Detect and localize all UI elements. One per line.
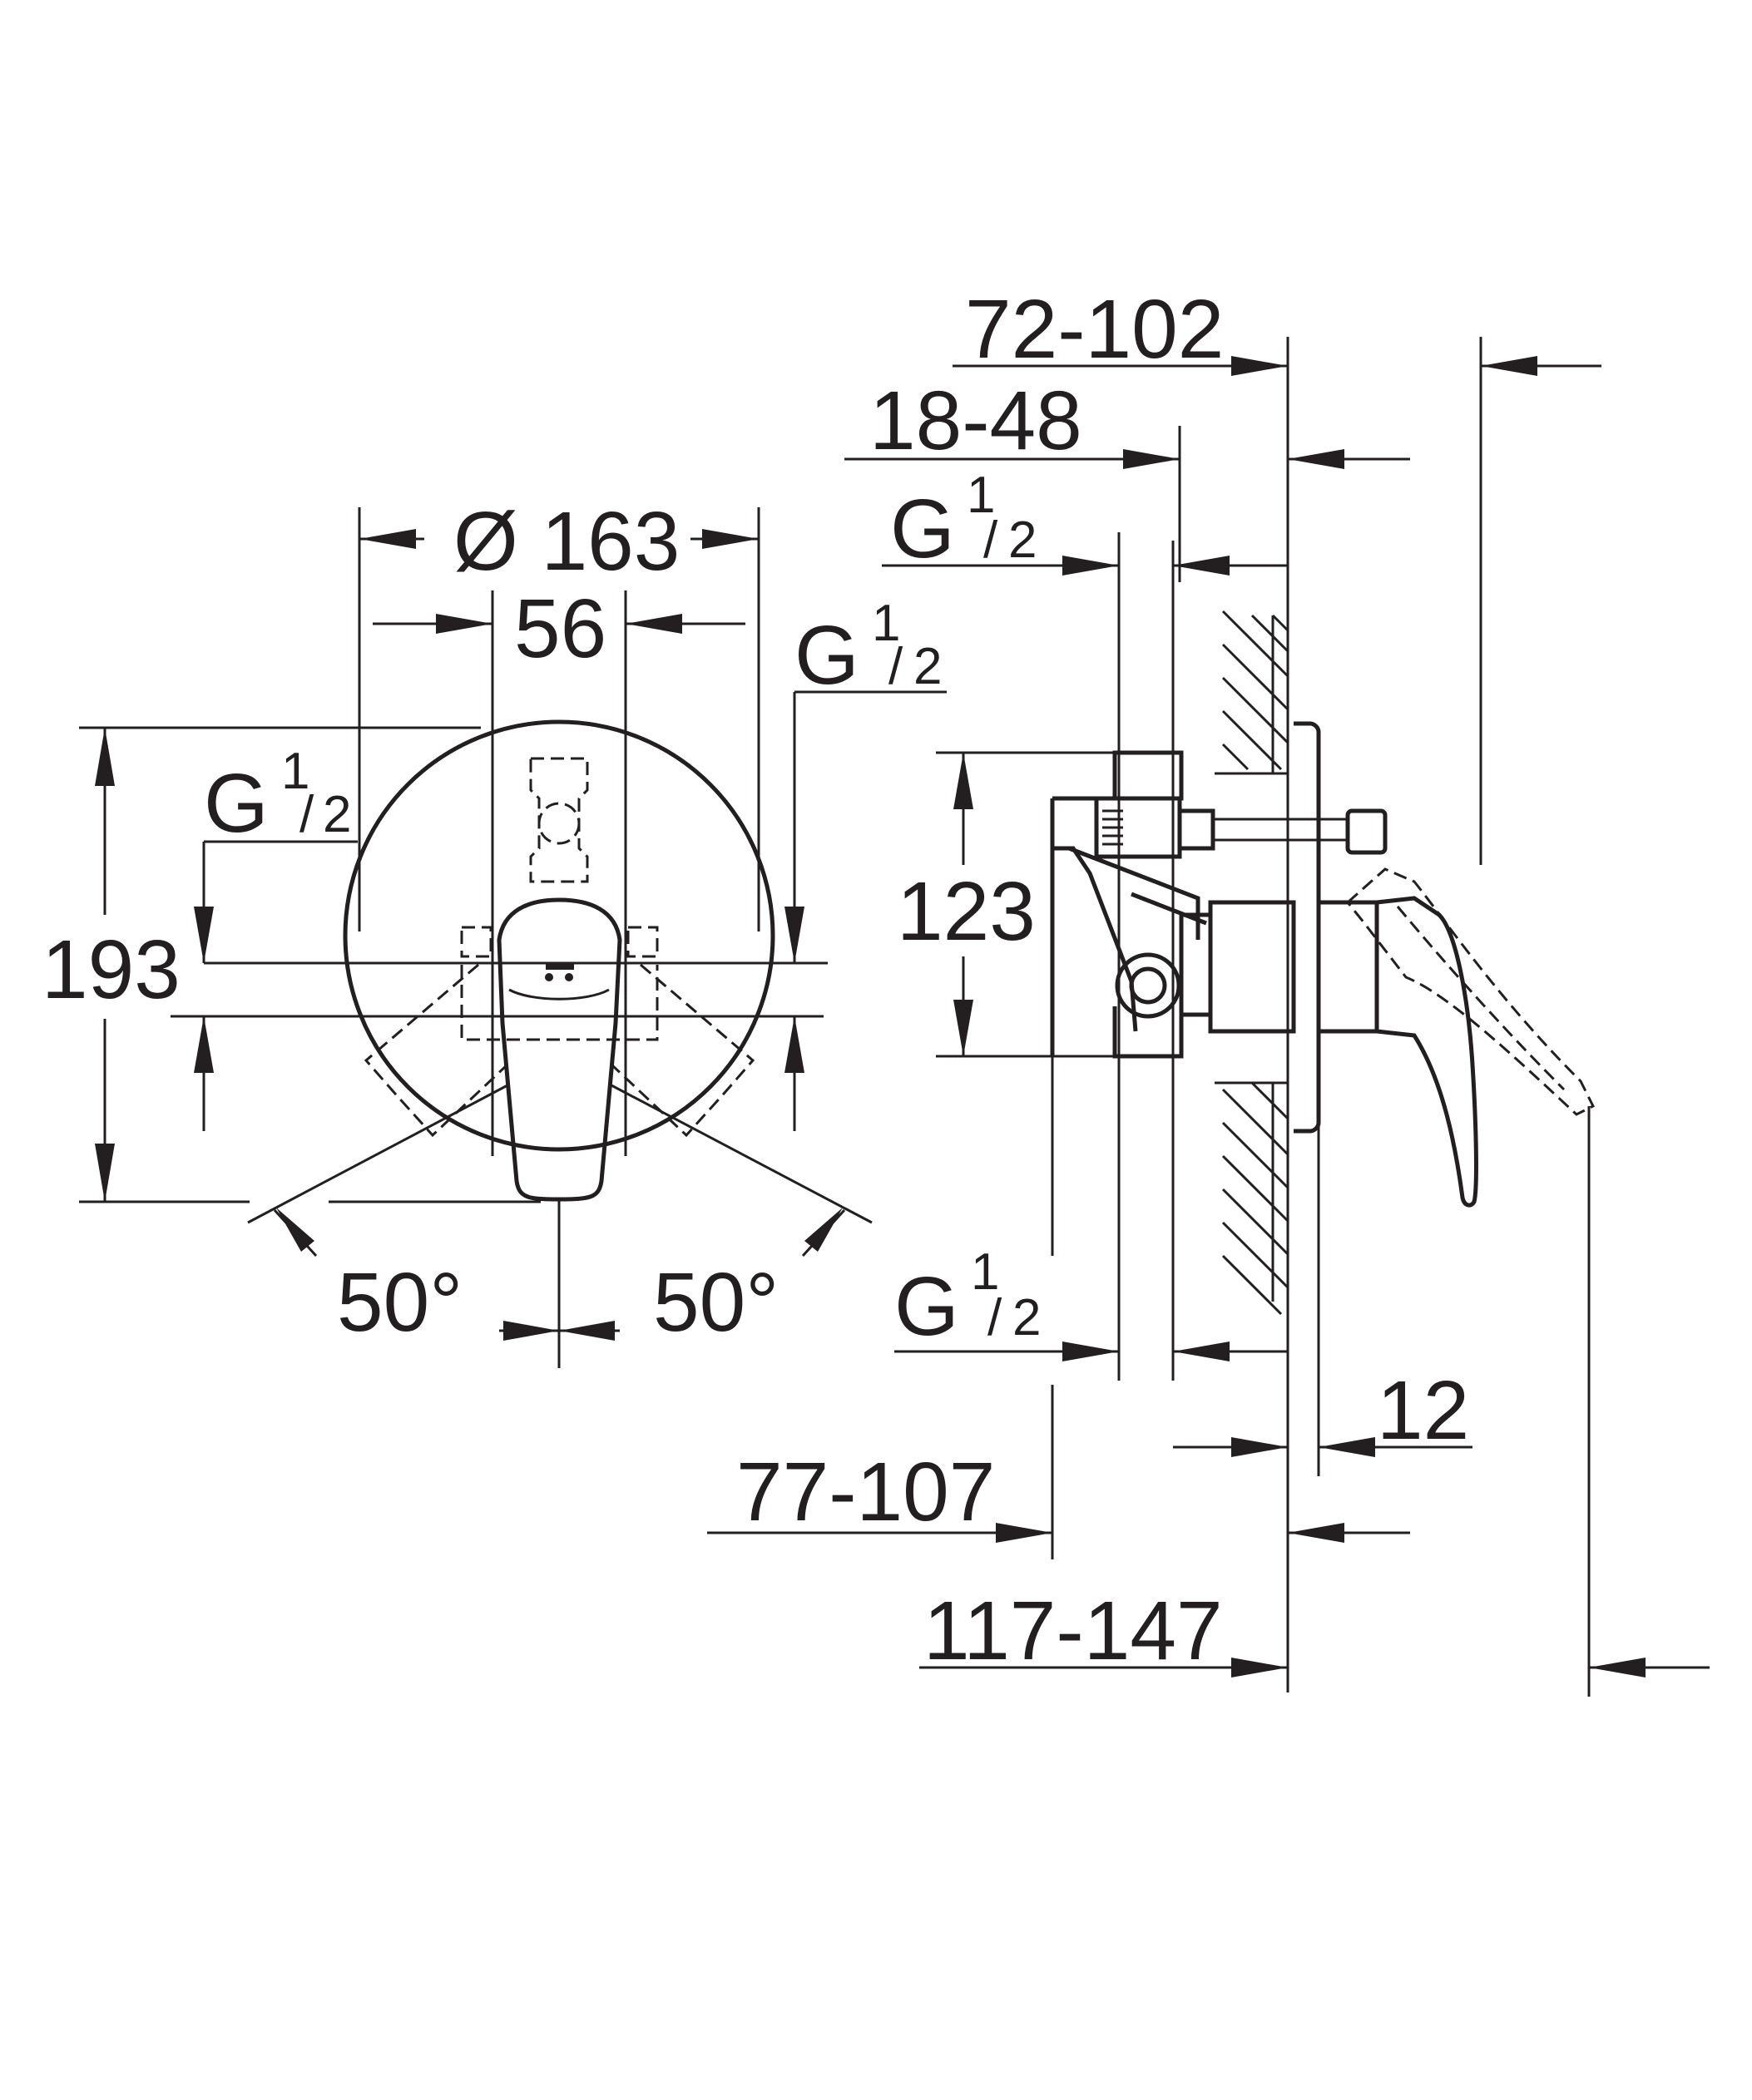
thread-left-label: G <box>204 757 269 850</box>
svg-text:1: 1 <box>967 467 995 524</box>
valve-body <box>1050 750 1388 1059</box>
thread-right-label: G <box>794 609 859 702</box>
svg-text:/: / <box>983 511 998 569</box>
svg-text:1: 1 <box>971 1243 999 1301</box>
thread-top-label: G <box>890 482 955 576</box>
cover-plate-side <box>1294 721 1321 1134</box>
diameter-label: Ø 163 <box>453 495 680 588</box>
svg-text:2: 2 <box>1008 511 1037 569</box>
wall-section-top <box>1215 610 1289 775</box>
svg-text:1: 1 <box>281 743 309 800</box>
dim-bottom-total-label: 117-147 <box>923 1584 1223 1678</box>
svg-text:2: 2 <box>913 638 942 695</box>
svg-text:2: 2 <box>1012 1289 1041 1346</box>
plate-thickness-label: 12 <box>1377 1364 1469 1457</box>
angle-left-label: 50° <box>337 1256 463 1349</box>
angle-right-label: 50° <box>653 1256 779 1349</box>
dim-top-total-label: 72-102 <box>965 283 1224 376</box>
svg-text:/: / <box>299 786 314 843</box>
dim-top-mid-label: 18-48 <box>869 374 1082 467</box>
svg-text:/: / <box>987 1289 1002 1346</box>
lever-handle-front <box>497 897 622 1202</box>
center-width-label: 56 <box>514 582 606 675</box>
wall-section-bottom <box>1215 1081 1289 1316</box>
side-view: 72-102 18-48 G 1 / 2 123 G 1 / 2 <box>707 283 1710 1697</box>
height-label: 193 <box>42 923 181 1016</box>
body-height-label: 123 <box>897 865 1036 958</box>
front-view: Ø 163 56 193 G 1 / 2 G 1 / <box>42 495 947 1368</box>
dim-bottom-mid-label: 77-107 <box>736 1445 995 1539</box>
svg-text:/: / <box>888 638 903 695</box>
lever-handle-side <box>1316 867 1596 1208</box>
cover-plate-outline <box>343 719 775 1152</box>
svg-text:2: 2 <box>323 786 351 843</box>
thread-bottom-label: G <box>894 1260 959 1353</box>
svg-text:1: 1 <box>872 595 900 652</box>
